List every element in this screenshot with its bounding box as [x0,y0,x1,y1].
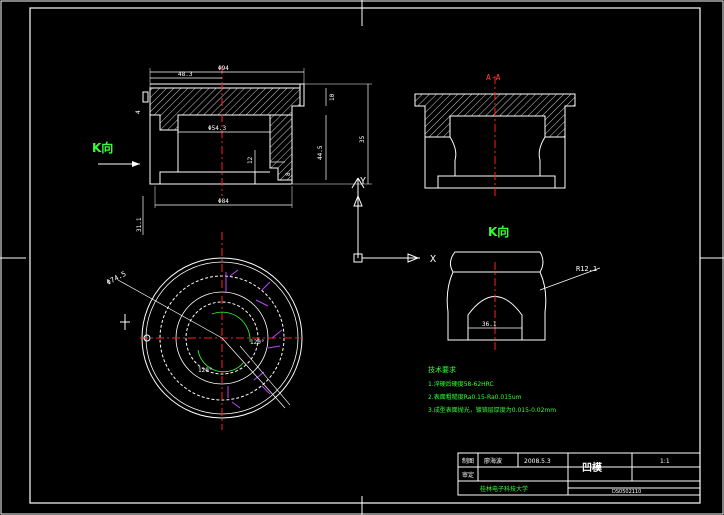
ucs-icon [351,177,420,263]
dim-d-bore: Φ54.3 [208,125,226,132]
dim-left-bottom: 31.1 [136,217,143,232]
section-label: A-A [486,73,501,82]
dim-angle-a: 120° [198,367,212,374]
dim-w-kview: 36.1 [482,321,497,328]
notes-item-2: 2.表面粗糙度Ra0.15-Ra0.015um [428,393,522,401]
dim-d-top: Φ94 [218,65,229,72]
view-label-secondary: K向 [488,224,509,239]
dim-angle-b: 120° [250,339,264,346]
notes-item-1: 1.淬硬后硬度58-62HRC [428,380,494,388]
title-school: 桂林电子科技大学 [480,485,528,493]
dim-left-small: 4 [135,110,142,114]
title-part-name: 凹模 [582,461,603,474]
title-block [457,452,701,496]
view-label-main: K向 [92,140,113,155]
title-date: 2008.5.3 [524,458,551,465]
section-aa-view [414,76,576,196]
top-circular-view [117,232,303,430]
dim-radius-circle: Φ74.5 [105,270,127,287]
view-arrow-head [132,161,140,167]
front-section-view [142,66,372,235]
dim-h-step: 8 [285,172,292,176]
title-drawing-no: DS0502110 [612,489,641,495]
dim-d-bottom: Φ84 [218,198,229,205]
inner-frame [29,7,701,504]
dim-d-left: 48.3 [178,71,193,78]
k-view [446,251,601,350]
title-design-label: 制图 [462,457,474,465]
axis-x-label: X [430,254,436,265]
title-designer: 廖海波 [484,457,502,465]
notes-item-3: 3.成型表面抛光，镀铬层厚度为0.015-0.02mm [428,406,556,414]
dim-h-total: 35 [359,135,366,143]
title-check-label: 审定 [462,471,474,479]
dim-h-top: 10 [329,93,336,101]
axis-y-label: Y [360,176,366,187]
dim-h-small: 12 [247,156,254,164]
notes-title: 技术要求 [428,365,456,374]
dim-r-kview: R12.1 [576,265,597,273]
technical-notes: 技术要求 1.淬硬后硬度58-62HRC 2.表面粗糙度Ra0.15-Ra0.0… [428,365,556,414]
dim-h-inner: 44.5 [317,145,324,160]
title-scale: 1:1 [660,458,670,465]
